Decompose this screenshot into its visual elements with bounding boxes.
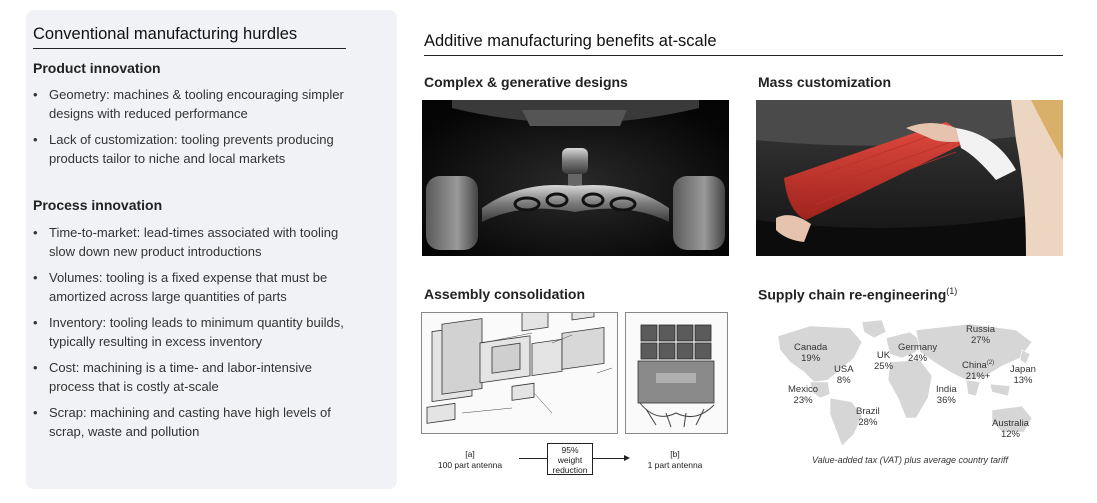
assembly-consolidation-heading: Assembly consolidation [424, 286, 586, 302]
antenna-a-caption: [a] 100 part antenna [425, 449, 515, 471]
weight-percent: 95% [561, 445, 579, 455]
supply-chain-heading-text: Supply chain re-engineering [758, 286, 947, 303]
reduction-label: reduction [552, 465, 588, 475]
product-innovation-list: Geometry: machines & tooling encouraging… [33, 86, 353, 176]
left-panel-title: Conventional manufacturing hurdles [33, 25, 346, 49]
map-country-china: China(2)21%+ [962, 360, 995, 383]
list-item: Geometry: machines & tooling encouraging… [33, 86, 353, 123]
process-innovation-heading: Process innovation [33, 197, 163, 213]
list-item: Scrap: machining and casting have high l… [33, 404, 353, 441]
arrow-right-icon [624, 455, 630, 461]
list-item: Volumes: tooling is a fixed expense that… [33, 269, 353, 306]
generative-design-image [422, 100, 729, 256]
list-item: Time-to-market: lead-times associated wi… [33, 224, 353, 261]
right-section-title: Additive manufacturing benefits at-scale [424, 32, 1063, 56]
process-innovation-list: Time-to-market: lead-times associated wi… [33, 224, 353, 449]
caption-text: 100 part antenna [437, 460, 503, 470]
product-innovation-heading: Product innovation [33, 60, 161, 76]
list-item: Inventory: tooling leads to minimum quan… [33, 314, 353, 351]
map-footnote: Value-added tax (VAT) plus average count… [811, 455, 1009, 465]
antenna-b-caption: [b] 1 part antenna [635, 449, 715, 471]
arrow-segment [519, 458, 547, 459]
antenna-100-part-drawing [421, 312, 618, 434]
weight-reduction-box: 95% weight reduction [547, 443, 593, 475]
caption-label: [a] [465, 449, 475, 459]
mass-customization-image [756, 100, 1063, 256]
arrow-segment [593, 458, 627, 459]
list-item: Cost: machining is a time- and labor-int… [33, 359, 353, 396]
supply-chain-heading: Supply chain re-engineering(1) [758, 286, 957, 303]
antenna-1-part-render [625, 312, 728, 434]
complex-designs-heading: Complex & generative designs [424, 74, 628, 90]
footnote-mark: (1) [946, 286, 958, 296]
list-item: Lack of customization: tooling prevents … [33, 131, 353, 168]
caption-label: [b] [670, 449, 680, 459]
weight-label: weight [557, 455, 583, 465]
caption-text: 1 part antenna [647, 460, 703, 470]
mass-customization-heading: Mass customization [758, 74, 892, 90]
